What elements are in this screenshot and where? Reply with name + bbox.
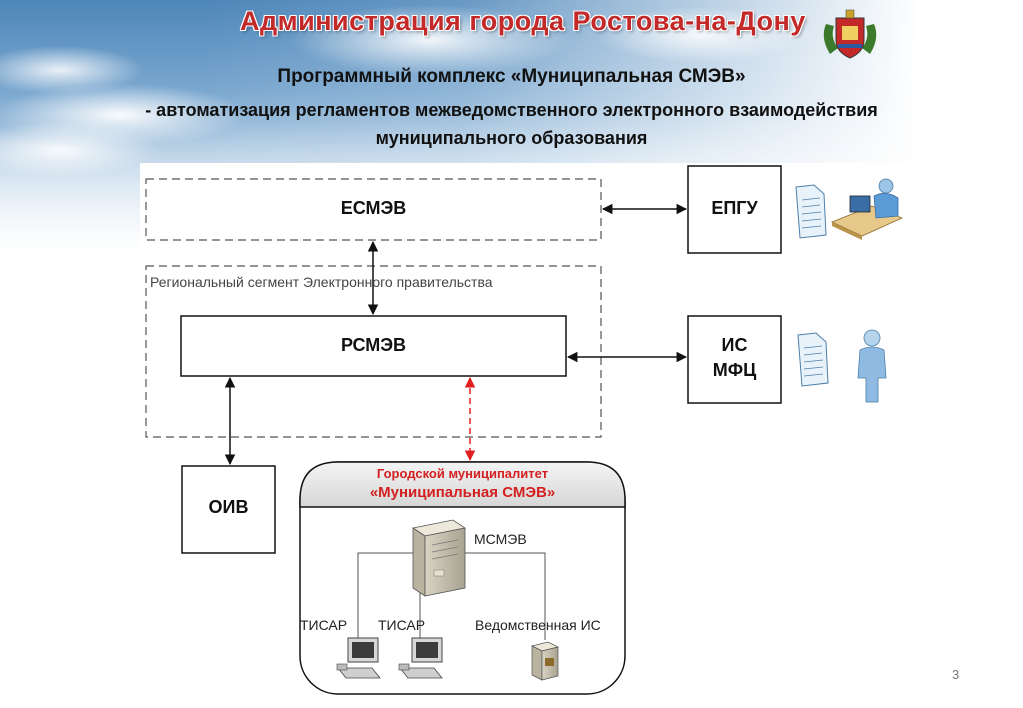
server-icon [530,641,560,681]
desktop-computer-icon [398,637,443,679]
esmev-box [145,178,602,241]
rsmev-box [180,315,567,377]
oiv-label: ОИВ [208,497,249,517]
is-mfc-label-line1: ИС [721,335,748,355]
is-mfc-box [687,315,782,404]
msmev-label: МСМЭВ [474,531,527,547]
organization-title: Администрация города Ростова-на-Дону [240,6,806,36]
municipal-title-line2: «Муниципальная СМЭВ» [369,484,556,501]
epgu-label: ЕПГУ [711,198,758,218]
document-icon [795,184,827,239]
epgu-box [687,165,782,254]
is-mfc-label-line2: МФЦ [712,360,757,380]
person-icon [857,329,887,403]
esmev-label: ЕСМЭВ [340,198,407,218]
server-icon [411,519,467,597]
page-number: 3 [952,667,960,682]
desktop-computer-icon [336,637,381,679]
subtitle-line-2: - автоматизация регламентов межведомстве… [145,100,878,120]
subtitle-line-3: муниципального образования [375,128,648,148]
tisar-label-2: ТИСАР [378,617,426,633]
municipal-title-line1: Городской муниципалитет [376,466,549,481]
regional-segment-label: Региональный сегмент Электронного правит… [150,274,493,290]
user-at-computer-icon [830,178,904,240]
coat-of-arms-icon [823,9,877,59]
dept-is-label: Ведомственная ИС [475,617,601,633]
municipal-header [299,461,626,508]
document-icon [797,332,829,387]
subtitle-line-1: Программный комплекс «Муниципальная СМЭВ… [277,66,746,87]
link-msmev-tisar1 [357,552,413,640]
oiv-box [181,465,276,554]
tisar-label-1: ТИСАР [300,617,348,633]
rsmev-label: РСМЭВ [340,335,407,355]
link-msmev-dept [460,552,546,640]
